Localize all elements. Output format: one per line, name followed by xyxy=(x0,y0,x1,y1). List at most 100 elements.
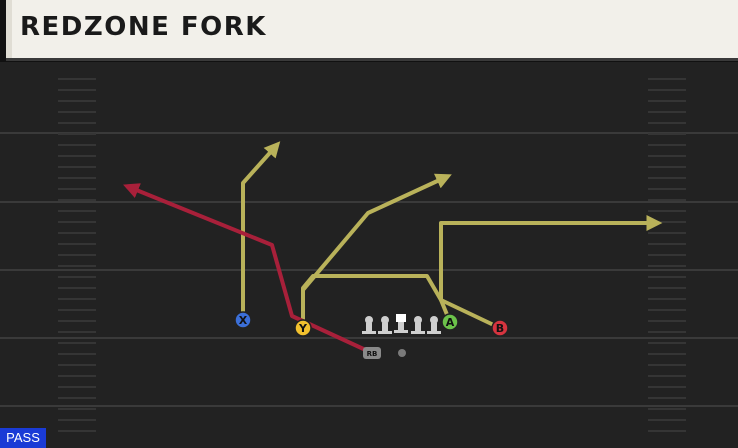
hash-mark xyxy=(648,177,686,179)
player-x-label: X xyxy=(239,314,248,327)
hash-mark xyxy=(648,408,686,410)
yard-line xyxy=(0,337,738,339)
hash-mark xyxy=(648,133,686,135)
hash-mark xyxy=(58,144,96,146)
hash-mark xyxy=(648,375,686,377)
hash-mark xyxy=(58,331,96,333)
hash-mark xyxy=(58,298,96,300)
yard-line xyxy=(0,405,738,407)
route-a xyxy=(439,215,663,323)
title-accent xyxy=(6,0,12,58)
route-x xyxy=(241,141,281,320)
hash-mark xyxy=(648,298,686,300)
hash-mark xyxy=(58,133,96,135)
player-y[interactable]: Y xyxy=(294,319,312,337)
hash-mark xyxy=(648,144,686,146)
hash-mark xyxy=(648,342,686,344)
lineman-icon xyxy=(427,316,441,334)
hash-mark xyxy=(58,254,96,256)
hash-mark xyxy=(58,386,96,388)
route-y xyxy=(301,274,501,330)
hash-mark xyxy=(58,122,96,124)
header: REDZONE FORK xyxy=(0,0,738,62)
hash-mark xyxy=(58,287,96,289)
hash-mark xyxy=(648,397,686,399)
hash-mark xyxy=(648,111,686,113)
hash-mark xyxy=(648,243,686,245)
hash-mark xyxy=(648,122,686,124)
hash-mark xyxy=(648,309,686,311)
hash-mark xyxy=(58,276,96,278)
qb-marker xyxy=(398,349,406,357)
play-type-badge: PASS xyxy=(0,428,46,448)
hash-mark xyxy=(648,221,686,223)
hash-mark xyxy=(58,342,96,344)
hash-mark xyxy=(58,100,96,102)
hash-mark xyxy=(648,155,686,157)
hash-mark xyxy=(58,430,96,432)
hash-mark xyxy=(648,419,686,421)
hash-mark xyxy=(58,111,96,113)
player-a-label: A xyxy=(446,316,455,329)
hash-mark xyxy=(648,78,686,80)
hash-mark xyxy=(648,353,686,355)
hash-mark xyxy=(648,199,686,201)
lineman-icon xyxy=(362,316,376,334)
hash-mark xyxy=(58,375,96,377)
hash-mark xyxy=(648,320,686,322)
hash-mark xyxy=(58,408,96,410)
route-rb xyxy=(123,183,371,354)
hash-mark xyxy=(648,166,686,168)
hash-mark xyxy=(58,210,96,212)
title-bar: REDZONE FORK xyxy=(6,0,738,61)
hash-mark xyxy=(58,232,96,234)
lineman-icon xyxy=(378,316,392,334)
yard-line xyxy=(0,201,738,203)
hash-mark xyxy=(648,276,686,278)
hash-mark xyxy=(648,430,686,432)
hash-mark xyxy=(58,155,96,157)
hash-mark xyxy=(648,331,686,333)
player-x[interactable]: X xyxy=(234,311,252,329)
hash-mark xyxy=(58,265,96,267)
hash-mark xyxy=(58,166,96,168)
playbook-field xyxy=(0,62,738,448)
player-rb-label: RB xyxy=(367,350,378,358)
center-icon xyxy=(394,314,408,333)
player-a[interactable]: A xyxy=(441,313,459,331)
player-y-label: Y xyxy=(298,322,308,335)
hash-mark xyxy=(58,353,96,355)
hash-mark xyxy=(58,177,96,179)
hash-mark xyxy=(648,287,686,289)
hash-mark xyxy=(648,265,686,267)
hash-mark xyxy=(648,188,686,190)
hash-mark xyxy=(58,78,96,80)
hash-mark xyxy=(648,364,686,366)
play-title: REDZONE FORK xyxy=(20,12,267,42)
offensive-line xyxy=(362,314,441,334)
hash-mark xyxy=(58,419,96,421)
player-b-label: B xyxy=(496,322,504,335)
player-b[interactable]: B xyxy=(491,319,509,337)
yard-line xyxy=(0,269,738,271)
hash-mark xyxy=(58,320,96,322)
hash-mark xyxy=(58,188,96,190)
yard-line xyxy=(0,132,738,134)
hash-mark xyxy=(648,100,686,102)
hash-mark xyxy=(58,243,96,245)
hash-mark xyxy=(648,254,686,256)
hash-mark xyxy=(58,89,96,91)
hash-mark xyxy=(58,364,96,366)
hash-mark xyxy=(58,397,96,399)
lineman-icon xyxy=(411,316,425,334)
hash-mark xyxy=(648,89,686,91)
player-rb[interactable]: RB xyxy=(363,347,381,359)
hash-mark xyxy=(58,199,96,201)
hash-mark xyxy=(648,386,686,388)
hash-mark xyxy=(648,232,686,234)
hash-mark xyxy=(58,309,96,311)
hash-mark xyxy=(58,221,96,223)
route-y-corner xyxy=(301,173,452,292)
hash-mark xyxy=(648,210,686,212)
